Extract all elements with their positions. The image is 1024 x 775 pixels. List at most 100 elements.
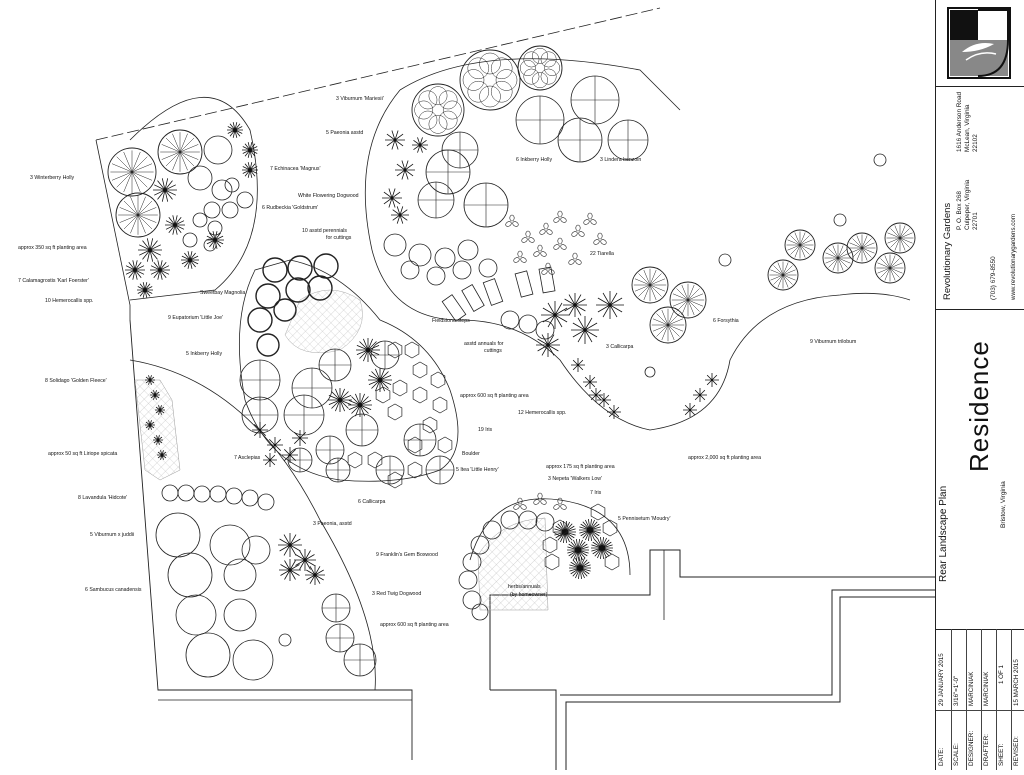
plant-star (368, 368, 392, 392)
label-itea: 5 Itea 'Little Henry' (456, 467, 499, 473)
plant-hex (367, 451, 383, 469)
plant-circle (479, 85, 501, 108)
plant-circle (884, 222, 916, 254)
property-line-west (95, 139, 131, 320)
plant-circle (155, 512, 201, 558)
plant-circle (223, 558, 257, 592)
plant-star (579, 519, 601, 541)
plant-circle (209, 485, 227, 503)
plant-hex (387, 341, 403, 359)
plant-star (145, 375, 155, 385)
plant-star (252, 422, 268, 438)
plant-star (328, 388, 352, 412)
plant-hex (404, 341, 420, 359)
label-by-homeowner: (by homeowner) (510, 592, 548, 598)
plant-circle (540, 51, 557, 68)
plant-hex (430, 371, 446, 389)
label-planting-area-600b: approx 600 sq ft planting area (380, 622, 449, 628)
title-block: Revolutionary Gardens P. O. Box 268 Culp… (935, 0, 1024, 770)
plant-shrub (786, 231, 814, 259)
plant-hex (422, 416, 438, 434)
landscape-plan (95, 7, 935, 770)
bed-outline-main (364, 89, 911, 431)
phone-number: (703) 679-8550 (990, 256, 997, 300)
plant-clover (537, 492, 543, 500)
label-white-dogwood: White Flowering Dogwood (298, 193, 359, 199)
label-asclepias: 7 Asclepias (234, 455, 261, 461)
plant-circle (182, 232, 198, 248)
plant-circle (256, 333, 280, 357)
plant-clover (583, 219, 590, 225)
plant-clover (513, 504, 520, 510)
plant-star (571, 358, 585, 372)
plant-star (153, 435, 163, 445)
plant-circle (482, 520, 502, 540)
plant-circle (523, 68, 540, 85)
label-red-twig-dogwood: 3 Red Twig Dogwood (372, 591, 422, 597)
plant-hex (407, 436, 423, 454)
plant-circle (241, 535, 271, 565)
plant-circle (462, 552, 482, 572)
plant-star (541, 301, 569, 329)
plant-star (596, 291, 624, 319)
plant-circle (458, 570, 478, 590)
plant-clover (557, 497, 563, 505)
label-viburnum-trilobum: 9 Viburnum trilobum (810, 339, 857, 345)
plant-star (165, 215, 185, 235)
website[interactable]: www.revolutionarygardens.com (1010, 214, 1017, 300)
label-inkberry-5: 5 Inkberry Holly (186, 351, 223, 357)
plant-star (157, 450, 167, 460)
plant-circle (115, 192, 161, 238)
plant-clover (525, 230, 531, 238)
plant-circle (517, 45, 563, 91)
plant-star (150, 260, 170, 280)
plant-clover (520, 257, 527, 263)
plant-circle (177, 484, 195, 502)
plant-clover (513, 257, 520, 263)
label-nepeta: 3 Nepeta 'Walkers Low' (548, 476, 602, 482)
plant-shrub (633, 268, 667, 302)
plant-clover (533, 251, 540, 257)
plant-star (571, 316, 599, 344)
label-fieldstone-steps: Fieldstone steps (432, 318, 470, 324)
plant-circle (462, 69, 485, 91)
plant-circle (846, 232, 878, 264)
label-planting-area-600a: approx 600 sq ft planting area (460, 393, 529, 399)
label-viburnum-mariesii: 3 Viburnum 'Mariesii' (336, 96, 384, 102)
plant-circle (161, 484, 179, 502)
plant-circle (649, 306, 687, 344)
plant-circle (107, 147, 157, 197)
plant-circle (500, 310, 520, 330)
plant-star (242, 162, 258, 178)
plant-clover (568, 259, 575, 265)
plant-leafy (284, 395, 324, 435)
plant-leafy (288, 448, 312, 472)
date-label: DATE: (938, 747, 945, 766)
plant-circle (518, 314, 538, 334)
plant-clover (553, 244, 560, 250)
plant-circle (278, 633, 292, 647)
label-paeonia-3: 3 Paeonia, asstd (313, 521, 352, 527)
address-line-5: McLean, Virginia (964, 104, 971, 152)
plant-circle (540, 68, 557, 85)
plant-clover (560, 217, 567, 223)
project-location: Bristow, Virginia (1000, 481, 1007, 528)
plant-circle (203, 238, 217, 252)
plant-circle (287, 255, 313, 281)
plant-circle (470, 535, 490, 555)
plant-clover (557, 237, 563, 245)
plant-circle (157, 129, 203, 175)
plant-shrub (651, 308, 685, 342)
plant-star (395, 160, 415, 180)
plant-circle (479, 52, 501, 75)
plant-circle (490, 80, 513, 103)
plant-circle (490, 57, 513, 80)
plant-leafy (371, 341, 399, 369)
label-inkberry-6: 6 Inkberry Holly (516, 157, 553, 163)
designer-label: DESIGNER: (968, 730, 975, 766)
label-winterberry-holly: 3 Winterberry Holly (30, 175, 75, 181)
plant-circle (767, 259, 799, 291)
plant-clover (540, 499, 547, 505)
plant-hex (590, 503, 606, 521)
label-lindera: 3 Lindera benzoin (600, 157, 642, 163)
